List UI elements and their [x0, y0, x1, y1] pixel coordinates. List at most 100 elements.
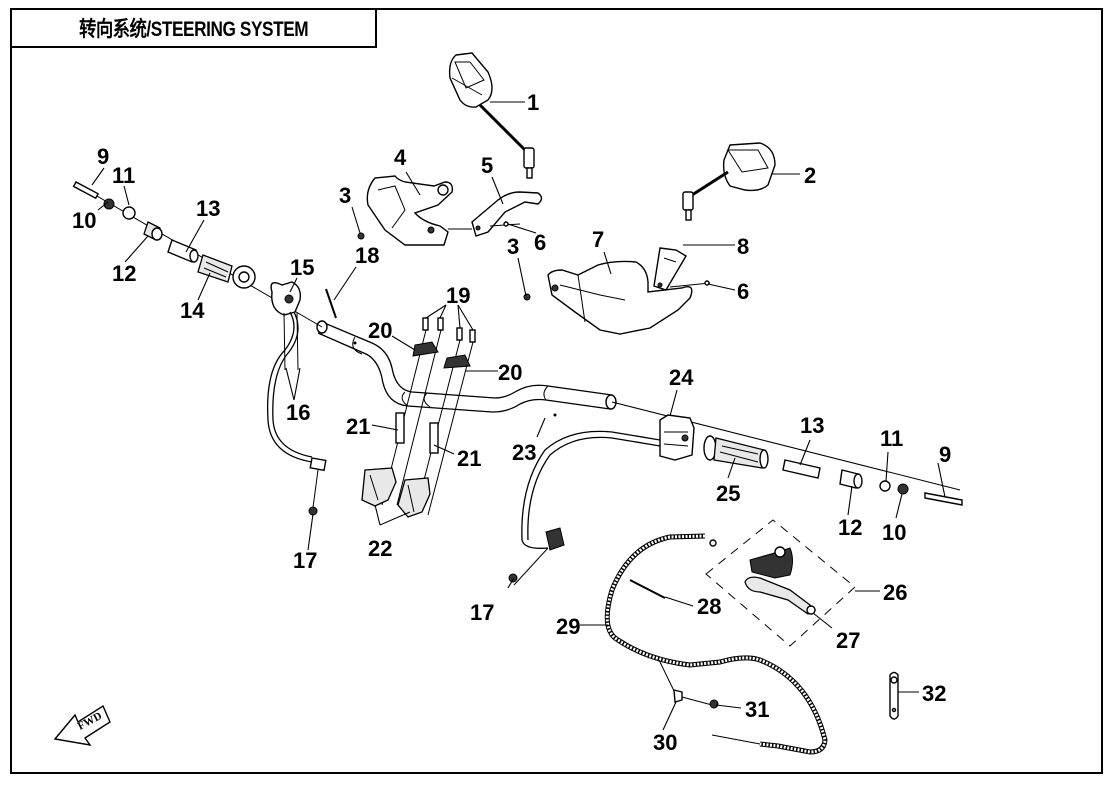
axis-line	[658, 659, 677, 696]
bracket-32	[889, 671, 899, 720]
callout-20-upper: 20	[368, 318, 392, 343]
bar-end-weight-12-left	[143, 221, 163, 241]
washer-11-left	[122, 206, 136, 220]
callout-29: 29	[556, 614, 580, 639]
cable-connector-right	[545, 527, 565, 551]
callout-30: 30	[653, 730, 677, 755]
clip-17-right	[508, 573, 518, 583]
callout-6-right: 6	[737, 279, 749, 304]
callout-15: 15	[290, 255, 314, 280]
callout-17-left: 17	[293, 548, 317, 573]
mirror-left	[448, 52, 535, 179]
lower-clamp-22a	[361, 467, 397, 507]
handlebar	[316, 320, 617, 417]
page-title: 转向系统/STEERING SYSTEM	[78, 18, 309, 41]
callout-22: 22	[368, 536, 392, 561]
mirror-right	[682, 142, 776, 221]
cable-28	[629, 579, 666, 599]
fwd-arrow-icon: FWD	[53, 704, 111, 746]
clip-17-left	[308, 506, 318, 516]
clamp-bolts-19	[422, 317, 476, 343]
nut-6-left	[503, 221, 509, 227]
throttle-cable-outline	[272, 311, 313, 458]
weight-insert-13-left	[167, 239, 199, 263]
diagram-frame	[10, 8, 1103, 774]
clutch-lever-27	[744, 576, 817, 615]
right-grip-25	[703, 435, 769, 469]
callout-24: 24	[669, 365, 694, 390]
switch-housing-24	[659, 414, 695, 461]
callout-25: 25	[716, 481, 740, 506]
callout-6-left: 6	[534, 230, 546, 255]
callout-32: 32	[922, 681, 946, 706]
throttle-grip-14	[197, 254, 256, 289]
callout-11-left: 11	[112, 163, 135, 188]
callout-9-left: 9	[97, 144, 109, 169]
switch-cable-outline	[527, 436, 661, 541]
title-box: 转向系统/STEERING SYSTEM	[10, 8, 377, 48]
callout-10-left: 10	[72, 208, 96, 233]
callout-28: 28	[697, 594, 721, 619]
nut-10-right	[897, 483, 909, 495]
callout-2: 2	[804, 163, 816, 188]
callout-3-right: 3	[507, 234, 519, 259]
axis-line	[513, 547, 549, 586]
callout-1: 1	[527, 90, 539, 115]
handguard-bracket-right	[653, 247, 687, 291]
left-end-bolt-9	[72, 181, 100, 200]
callout-20-lower: 20	[498, 360, 522, 385]
callout-14: 14	[180, 298, 205, 323]
right-end-bolt-9	[924, 492, 963, 506]
screw-16a	[283, 312, 286, 371]
callout-4: 4	[394, 145, 407, 170]
callout-19: 19	[446, 283, 470, 308]
callout-18: 18	[355, 243, 379, 268]
callout-26: 26	[883, 580, 907, 605]
axis-line	[669, 282, 711, 288]
axis-line	[681, 696, 713, 706]
callout-9-right: 9	[939, 442, 951, 467]
handguard-left	[357, 175, 454, 246]
bushing-21a	[395, 412, 405, 444]
callout-13-right: 13	[800, 413, 824, 438]
cable-clamp-30	[673, 689, 683, 703]
callout-5: 5	[481, 153, 493, 178]
master-cylinder-26	[749, 546, 793, 579]
callout-16: 16	[286, 400, 310, 425]
lever-assembly-box	[705, 519, 856, 647]
callout-labels: 1 2 3 4 5 6 7 8 3 6 9 11 10 12 13 14 15 …	[72, 90, 951, 755]
callout-17-right: 17	[470, 600, 494, 625]
callout-31: 31	[745, 697, 769, 722]
upper-clamp-20a	[412, 341, 439, 357]
cable-connector-left	[309, 457, 327, 472]
clamp-detail	[369, 474, 415, 513]
weight-insert-13-right	[782, 459, 821, 479]
washer-11-right	[879, 480, 891, 492]
bushing-21b	[429, 422, 439, 454]
callout-12-left: 12	[112, 261, 136, 286]
callout-3-left: 3	[339, 183, 351, 208]
throttle-cable	[266, 311, 313, 463]
callout-11-right: 11	[880, 426, 903, 451]
clutch-cable-29	[604, 533, 828, 755]
switch-cable	[521, 430, 661, 549]
callout-21-right: 21	[457, 446, 481, 471]
screw-18	[325, 288, 337, 319]
upper-clamp-20b	[443, 354, 471, 369]
callout-13-left: 13	[196, 196, 220, 221]
callout-23: 23	[512, 440, 536, 465]
callout-7: 7	[592, 227, 604, 252]
bar-end-weight-12-right	[839, 469, 863, 489]
lower-clamp-22b	[397, 477, 431, 518]
axis-line	[396, 329, 442, 506]
callout-21-left: 21	[346, 414, 370, 439]
leader-lines	[91, 101, 946, 731]
callout-8: 8	[737, 234, 749, 259]
callout-10-right: 10	[882, 520, 906, 545]
nut-31	[709, 699, 719, 709]
callout-12-right: 12	[838, 515, 862, 540]
nut-10-left	[103, 198, 115, 210]
throttle-housing-15	[270, 281, 302, 316]
handguard-bracket-left	[471, 191, 543, 237]
